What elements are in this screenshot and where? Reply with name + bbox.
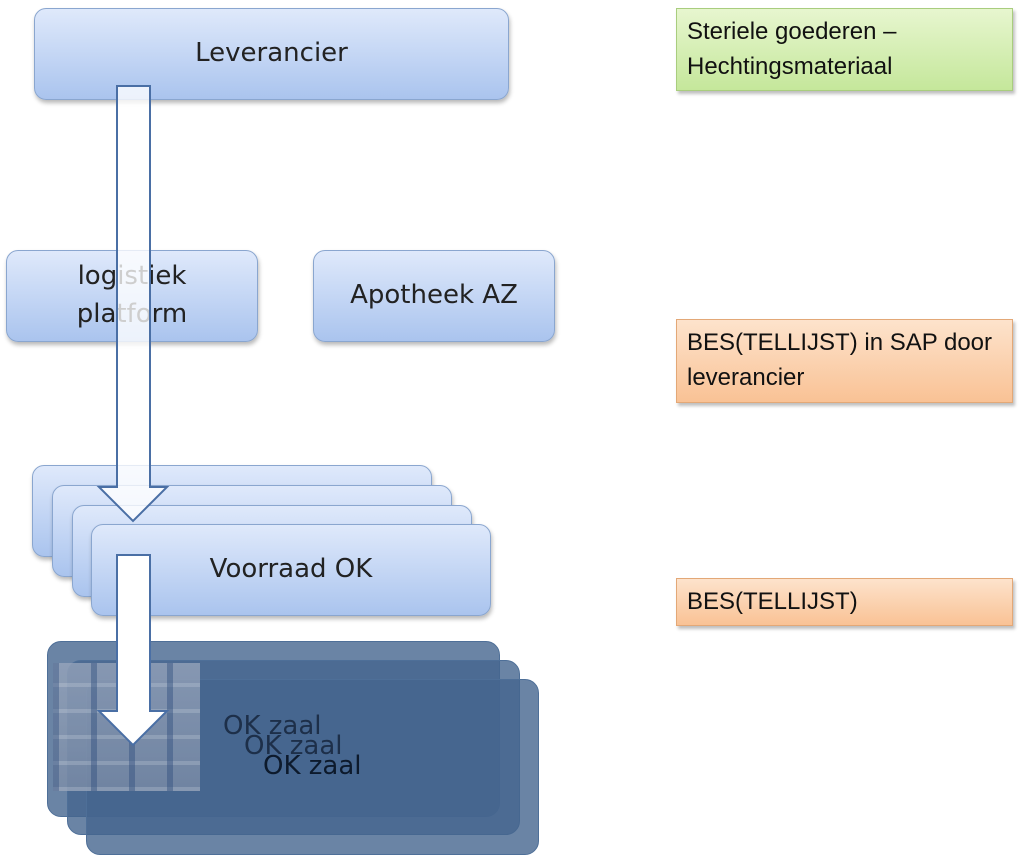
stock-box: Voorraad OK [91,524,491,616]
supplier-box: Leverancier [34,8,509,100]
pharmacy-label: Apotheek AZ [350,280,518,311]
note-order-list: BES(TELLIJST) [676,578,1013,626]
note-sterile-goods-text: Steriele goederen – Hechtingsmateriaal [687,18,897,80]
operating-room-label-2: OK zaal [244,731,343,761]
note-sterile-goods: Steriele goederen – Hechtingsmateriaal [676,8,1013,91]
note-order-list-sap: BES(TELLIJST) in SAP door leverancier [676,319,1013,403]
stock-label: Voorraad OK [209,554,373,585]
operating-room-label-3: OK zaal [263,751,362,781]
note-order-list-text: BES(TELLIJST) [687,588,858,615]
operating-room-label-1: OK zaal [223,711,322,741]
pharmacy-box: Apotheek AZ [313,250,555,342]
note-order-list-sap-text: BES(TELLIJST) in SAP door leverancier [687,329,993,391]
supplier-label: Leverancier [195,38,348,69]
